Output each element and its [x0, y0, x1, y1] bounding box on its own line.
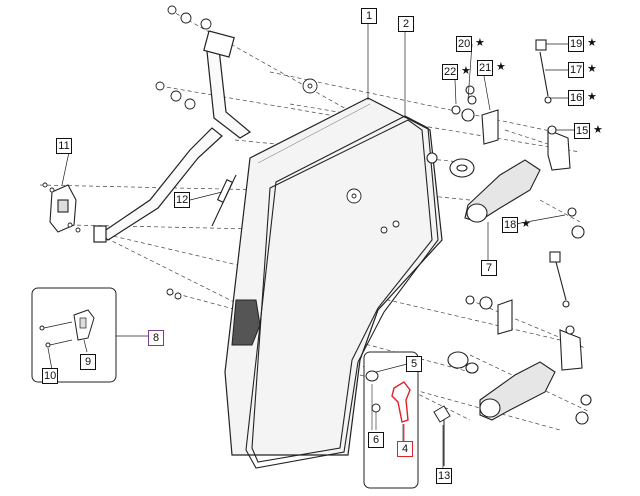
part-label-11[interactable]: 11 — [56, 138, 72, 154]
fasteners-upper-left — [42, 5, 400, 300]
part-label-18[interactable]: 18 — [502, 217, 519, 233]
door-glass-panel — [224, 97, 443, 456]
part-label-7[interactable]: 7 — [481, 260, 497, 276]
leader-lines — [47, 23, 574, 470]
hinge-assembly-upper — [426, 39, 585, 239]
part-22-star-icon: ★ — [461, 64, 471, 77]
part-label-4[interactable]: 4 — [397, 441, 413, 457]
gas-strut — [211, 174, 237, 227]
part-label-22[interactable]: 22 — [442, 64, 459, 80]
part-18-star-icon: ★ — [521, 217, 531, 230]
part-label-19[interactable]: 19 — [568, 36, 585, 52]
part-label-2[interactable]: 2 — [398, 16, 414, 32]
part-label-8[interactable]: 8 — [148, 330, 164, 346]
part-label-1[interactable]: 1 — [361, 8, 377, 24]
part-19-star-icon: ★ — [587, 36, 597, 49]
part-label-10[interactable]: 10 — [42, 368, 59, 384]
part-label-16[interactable]: 16 — [568, 90, 585, 106]
door-seal — [245, 115, 439, 469]
part-label-5[interactable]: 5 — [406, 356, 422, 372]
part-label-9[interactable]: 9 — [80, 354, 96, 370]
hinge-assembly-lower — [447, 251, 592, 425]
glass-hinge-pad — [231, 299, 261, 346]
part-label-6[interactable]: 6 — [368, 432, 384, 448]
part-16-star-icon: ★ — [587, 90, 597, 103]
support-bracket-arm — [93, 30, 252, 243]
part-15-star-icon: ★ — [593, 123, 603, 136]
part-label-21[interactable]: 21 — [477, 60, 494, 76]
part-label-13[interactable]: 13 — [436, 468, 453, 484]
part-label-12[interactable]: 12 — [174, 192, 191, 208]
lock-bracket — [49, 184, 77, 233]
part-label-20[interactable]: 20 — [456, 36, 473, 52]
part-label-15[interactable]: 15 — [574, 123, 591, 139]
part-20-star-icon: ★ — [475, 36, 485, 49]
door-key — [433, 405, 451, 466]
part-17-star-icon: ★ — [587, 62, 597, 75]
door-handle-group — [363, 351, 419, 489]
part-label-17[interactable]: 17 — [568, 62, 585, 78]
part-21-star-icon: ★ — [496, 60, 506, 73]
